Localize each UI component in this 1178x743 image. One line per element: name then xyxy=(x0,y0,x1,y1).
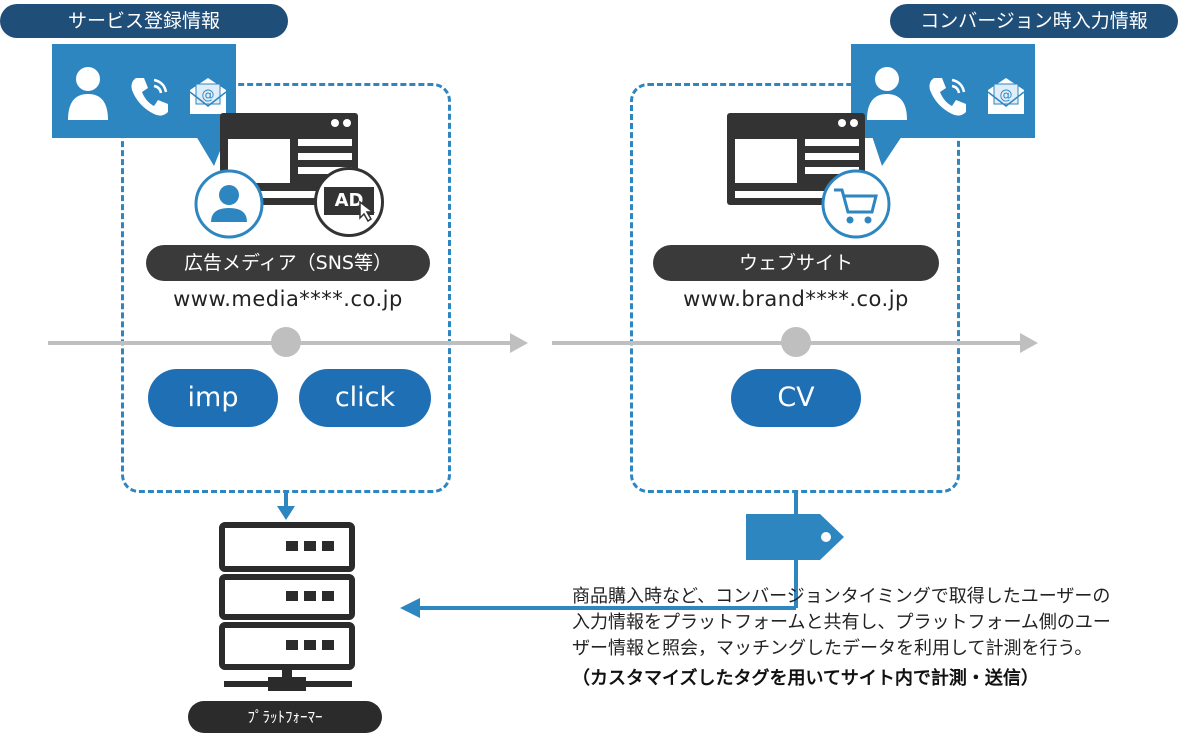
description-line: 商品購入時など、コンバージョンタイミングで取得したユーザーの xyxy=(572,586,1111,607)
cursor-icon xyxy=(359,200,376,223)
right-header: コンバージョン時入力情報 xyxy=(890,4,1178,38)
imp-pill: imp xyxy=(148,369,278,427)
description-line: ザー情報と照会，マッチングしたデータを利用して計測を行う。 xyxy=(572,638,1093,659)
server-icon xyxy=(219,522,355,691)
profile-icon xyxy=(194,169,264,239)
media-url: www.media****.co.jp xyxy=(173,287,403,311)
mail-icon: @ xyxy=(189,78,227,114)
mail-icon-right: @ xyxy=(987,78,1025,114)
svg-text:@: @ xyxy=(202,88,215,103)
left-panel-pointer xyxy=(196,136,226,166)
tag-icon xyxy=(746,514,844,560)
user-icon xyxy=(68,67,108,120)
click-pill: click xyxy=(299,369,431,427)
phone-icon xyxy=(131,78,168,116)
right-panel-pointer xyxy=(872,136,902,166)
svg-text:@: @ xyxy=(1000,88,1013,103)
user-icon-right xyxy=(867,67,907,120)
media-box xyxy=(121,83,451,493)
description-line: 入力情報をプラットフォームと共有し、プラットフォーム側のユー xyxy=(572,612,1111,633)
left-header: サービス登録情報 xyxy=(0,4,288,38)
description: 商品購入時など、コンバージョンタイミングで取得したユーザーの 入力情報をプラット… xyxy=(572,584,1172,662)
description-note: （カスタマイズしたタグを用いてサイト内で計測・送信） xyxy=(572,668,1039,689)
cart-icon xyxy=(821,169,891,239)
website-box xyxy=(630,83,960,493)
media-label: 広告メディア（SNS等） xyxy=(146,245,430,281)
cv-pill: CV xyxy=(731,369,861,427)
phone-icon-right xyxy=(929,78,966,116)
platform-label: ﾌﾟﾗｯﾄﾌｫｰﾏｰ xyxy=(188,701,382,733)
website-url: www.brand****.co.jp xyxy=(683,287,909,311)
website-label: ウェブサイト xyxy=(653,245,939,281)
